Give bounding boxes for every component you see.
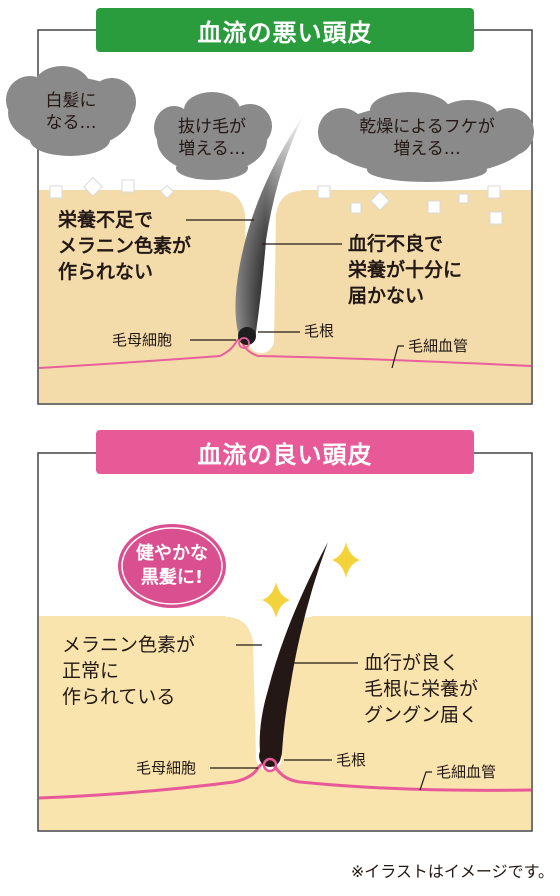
healthy-hair-badge xyxy=(118,524,226,608)
bad-hair-papilla xyxy=(238,337,250,349)
good-left-label: メラニン色素が 正常に 作られている xyxy=(62,632,195,710)
good-scalp-fill xyxy=(39,616,531,830)
cloud-line: 増える… xyxy=(393,139,461,159)
cloud-dandruff-text: 乾燥によるフケが 増える… xyxy=(332,116,522,160)
label-line: 届かない xyxy=(348,285,425,307)
healthy-hair-badge-text: 健やかな 黒髪に! xyxy=(118,542,226,590)
cloud-line: 抜け毛が xyxy=(178,117,246,137)
cloud-line: なる… xyxy=(45,113,97,133)
bad-hair-bulb-label: 毛母細胞 xyxy=(112,331,173,349)
label-line: 作られない xyxy=(58,261,154,283)
cloud-gray-hair-text: 白髪に なる… xyxy=(16,90,126,134)
sparkle-icon xyxy=(262,582,290,618)
label-line: 血行が良く xyxy=(364,652,460,674)
cloud-dandruff xyxy=(318,92,534,182)
bad-leader-lines xyxy=(186,219,404,369)
cloud-hair-loss-text: 抜け毛が 増える… xyxy=(155,116,269,160)
cloud-gray-hair xyxy=(6,66,136,156)
bad-scalp-fill xyxy=(39,190,531,403)
badge-line: 黒髪に! xyxy=(140,567,204,588)
badge-line: 健やかな xyxy=(136,543,208,564)
bad-right-label: 血行不良で 栄養が十分に 届かない xyxy=(348,231,462,309)
cloud-line: 乾燥によるフケが xyxy=(359,117,495,137)
bad-hair-root-label: 毛根 xyxy=(304,322,335,340)
sparkle-icon xyxy=(332,542,360,578)
bad-scalp-title: 血流の悪い頭皮 xyxy=(96,8,474,52)
dandruff-flakes xyxy=(49,176,503,225)
label-line: 血行不良で xyxy=(348,233,444,255)
illustration-footnote: ※イラストはイメージです。 xyxy=(350,862,554,881)
bad-left-label: 栄養不足で メラニン色素が 作られない xyxy=(58,207,191,285)
label-line: 栄養が十分に xyxy=(348,259,463,281)
cloud-hair-loss xyxy=(154,92,272,180)
good-hair-papilla xyxy=(262,757,278,773)
good-hair-bulb xyxy=(259,745,281,767)
bad-hair-bulb xyxy=(238,327,256,345)
label-line: グングン届く xyxy=(364,704,479,726)
cloud-line: 増える… xyxy=(178,139,246,159)
label-line: 毛根に栄養が xyxy=(364,678,479,700)
label-line: メラニン色素が xyxy=(62,634,196,656)
good-hair xyxy=(259,542,328,764)
good-scalp-title: 血流の良い頭皮 xyxy=(96,430,474,474)
cloud-line: 白髪に xyxy=(45,91,97,111)
good-hair-bulb-label: 毛母細胞 xyxy=(136,759,197,777)
label-line: メラニン色素が xyxy=(58,235,192,257)
bad-follicle-outline xyxy=(219,189,302,353)
good-hair-root-label: 毛根 xyxy=(336,751,367,769)
bad-capillary-label: 毛細血管 xyxy=(408,337,469,355)
good-capillary-label: 毛細血管 xyxy=(436,763,497,781)
good-leader-lines xyxy=(210,644,432,791)
label-line: 作られている xyxy=(62,686,176,708)
label-line: 栄養不足で xyxy=(58,209,154,231)
label-line: 正常に xyxy=(62,660,120,682)
good-right-label: 血行が良く 毛根に栄養が グングン届く xyxy=(364,650,478,728)
